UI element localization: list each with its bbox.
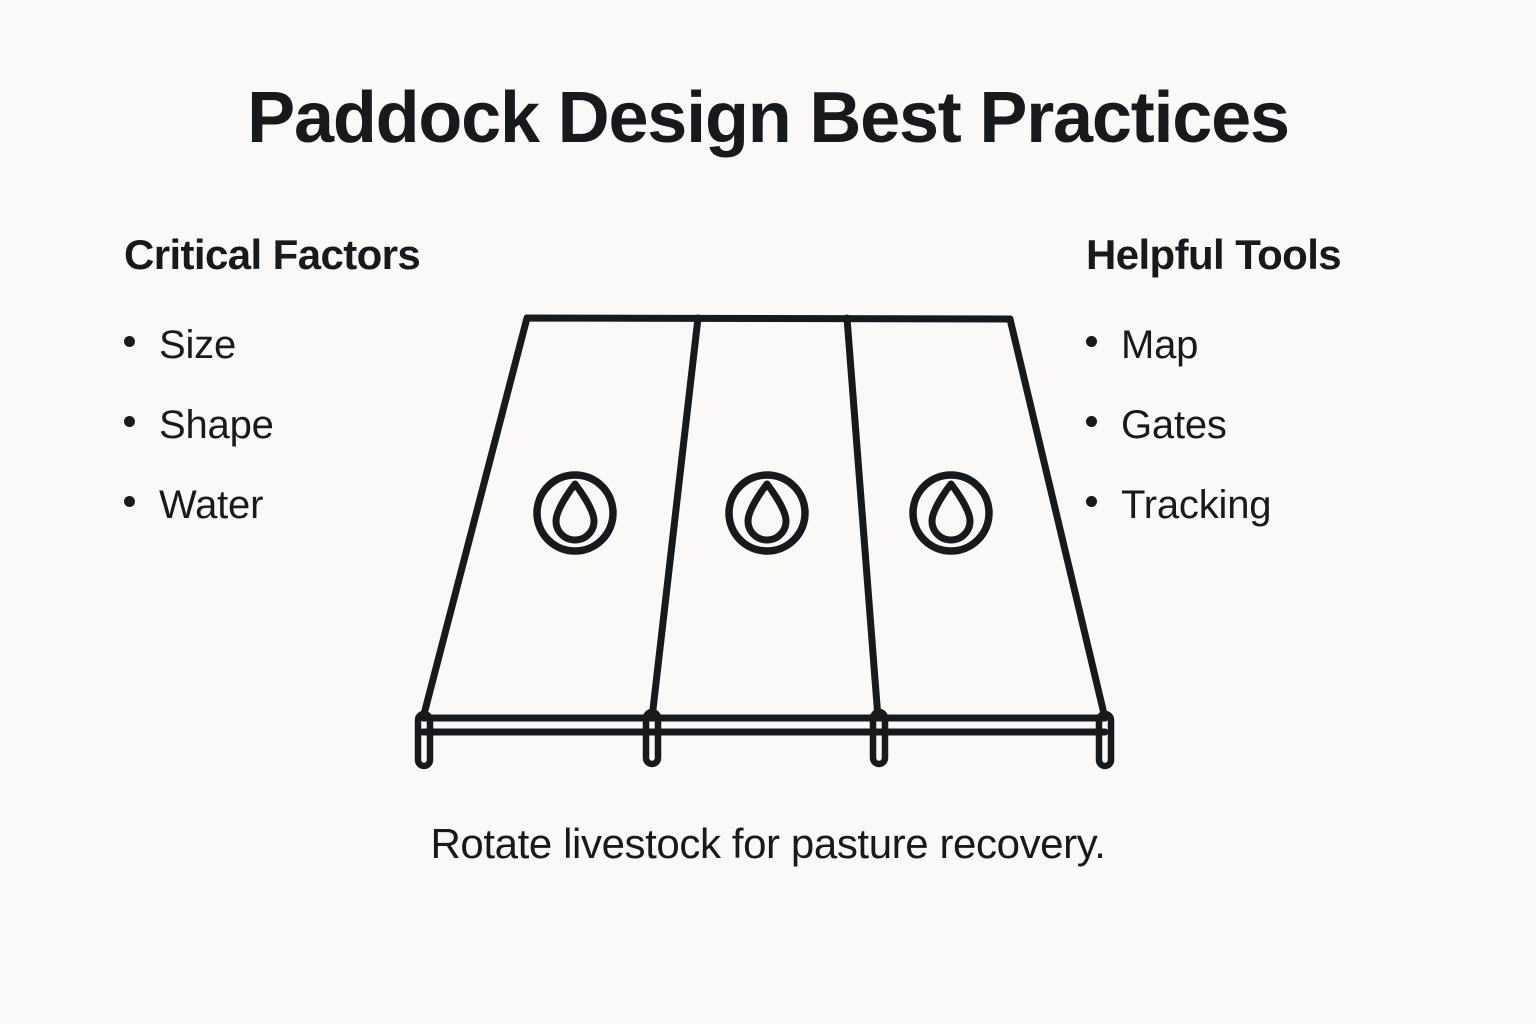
water-point-ring	[533, 471, 617, 555]
list-item: Gates	[1086, 405, 1341, 485]
water-point-2	[725, 471, 809, 555]
fence-post-group	[414, 708, 1115, 770]
bullet-dot-icon	[124, 416, 135, 427]
list-item: Shape	[124, 405, 420, 485]
critical-factors-column: Critical Factors Size Shape Water	[124, 231, 421, 565]
water-point-ring	[725, 471, 809, 555]
helpful-tools-list: Map Gates Tracking	[1086, 325, 1341, 565]
helpful-tools-heading: Helpful Tools	[1086, 231, 1342, 278]
water-drop-icon	[552, 480, 598, 544]
list-item: Tracking	[1086, 485, 1341, 565]
list-item-label: Tracking	[1121, 483, 1272, 527]
bullet-dot-icon	[1086, 496, 1097, 507]
paddock-block-outline	[419, 314, 1109, 722]
list-item-label: Shape	[159, 403, 274, 447]
list-item-label: Gates	[1121, 403, 1227, 447]
water-drop-icon	[744, 480, 790, 544]
list-item-label: Size	[159, 323, 237, 367]
fence-post	[414, 710, 434, 770]
bullet-dot-icon	[124, 496, 135, 507]
bullet-dot-icon	[124, 336, 135, 347]
water-drop-icon	[928, 480, 974, 544]
list-item-label: Water	[159, 483, 264, 527]
water-point-ring	[909, 471, 993, 555]
list-item: Size	[124, 325, 420, 405]
list-item-label: Map	[1121, 323, 1199, 367]
list-item: Water	[124, 485, 420, 565]
page-title: Paddock Design Best Practices	[247, 78, 1290, 158]
fence-post	[869, 708, 889, 768]
water-point-3	[909, 471, 993, 555]
caption: Rotate livestock for pasture recovery.	[430, 820, 1106, 867]
list-item: Map	[1086, 325, 1341, 405]
critical-factors-list: Size Shape Water	[124, 325, 420, 565]
fence-post	[642, 708, 662, 768]
water-point-1	[533, 471, 617, 555]
helpful-tools-column: Helpful Tools Map Gates Tracking	[1086, 231, 1342, 565]
fence-post	[1095, 710, 1115, 770]
paddock-divider-1	[648, 314, 702, 722]
bullet-dot-icon	[1086, 416, 1097, 427]
critical-factors-heading: Critical Factors	[124, 231, 421, 278]
paddock-divider-2	[843, 314, 882, 722]
bullet-dot-icon	[1086, 336, 1097, 347]
